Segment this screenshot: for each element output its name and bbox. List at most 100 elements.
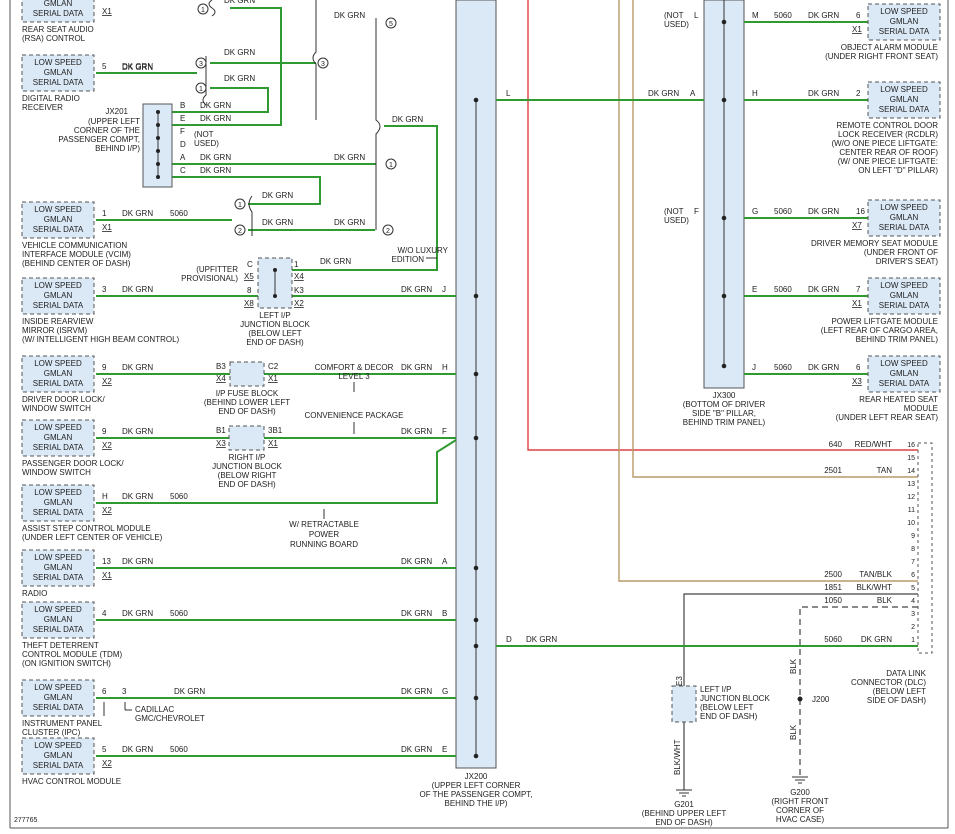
wire-label: DK GRN: [122, 609, 153, 618]
lipjb-pin-k3: K3: [294, 286, 304, 295]
jx300-label-4: BEHIND TRIM PANEL): [683, 418, 766, 427]
jx300-pin-a: A: [690, 89, 696, 98]
module-label: (ON IGNITION SWITCH): [22, 659, 111, 668]
splice-num: 2: [238, 228, 242, 235]
note-comfort-2: LEVEL 3: [338, 372, 370, 381]
wire-red-wht: [527, 0, 918, 451]
lipjb-pin-8: 8: [247, 286, 252, 295]
module-box-text: SERIAL DATA: [33, 301, 84, 310]
module-box-text: SERIAL DATA: [33, 573, 84, 582]
g201-loc-1: (BEHIND UPPER LEFT: [642, 809, 727, 818]
upfitter-1: (UPFITTER: [196, 265, 238, 274]
module-label: (BEHIND CENTER OF DASH): [22, 259, 131, 268]
dlc-pin-number: 16: [907, 442, 915, 449]
module-box-text: GMLAN: [44, 0, 73, 8]
dlc-pin-number: 2: [911, 624, 915, 631]
module-label: INSTRUMENT PANEL: [22, 719, 103, 728]
module-label: (RSA) CONTROL: [22, 34, 86, 43]
module-pin: 6: [102, 687, 107, 696]
module-label: (UNDER RIGHT FRONT SEAT): [825, 52, 938, 61]
wire-tan-blk: [618, 0, 918, 582]
module-box-text: LOW SPEED: [34, 359, 82, 368]
wire-label: DK GRN: [648, 89, 679, 98]
dlc-pin-number: 3: [911, 611, 915, 618]
module-label: RECEIVER: [22, 103, 63, 112]
jx201-loc-2: CORNER OF THE: [74, 126, 140, 135]
module-label: (UNDER LEFT CENTER OF VEHICLE): [22, 533, 163, 542]
wire-label: DK GRN: [808, 207, 839, 216]
module-box: [21, 54, 95, 92]
jx201-pin-e: E: [180, 114, 185, 123]
module-box: [21, 355, 95, 393]
wire-label: DK GRN: [200, 153, 231, 162]
module-label: INSIDE REARVIEW: [22, 317, 94, 326]
module-label: THEFT DETERRENT: [22, 641, 99, 650]
blk-label-2: BLK: [789, 724, 798, 740]
module-label: DIGITAL RADIO: [22, 94, 80, 103]
module-box-text: LOW SPEED: [880, 85, 928, 94]
wire-label: DK GRN: [122, 557, 153, 566]
rjb-label-1: RIGHT I/P: [229, 453, 266, 462]
wire-label: DK GRN: [808, 285, 839, 294]
fuse-conn-x4: X4: [216, 374, 226, 383]
module-box: [21, 549, 95, 587]
module-label: CLUSTER (IPC): [22, 728, 81, 737]
module-box-text: LOW SPEED: [880, 203, 928, 212]
wire-tan: [632, 0, 918, 478]
lipjb-label-3: (BELOW LEFT: [248, 329, 301, 338]
wire-label: DK GRN: [401, 427, 432, 436]
module-label: REMOTE CONTROL DOOR: [837, 121, 939, 130]
wire-label: DK GRN: [122, 427, 153, 436]
dlc-wire-circuit: 1050: [824, 596, 842, 605]
wire-label: DK GRN: [200, 166, 231, 175]
module-label: (LEFT REAR OF CARGO AREA,: [821, 326, 938, 335]
static-labels: JX201 (UPPER LEFT CORNER OF THE PASSENGE…: [14, 0, 927, 827]
module-box-text: SERIAL DATA: [33, 508, 84, 517]
module-label: REAR HEATED SEAT: [859, 395, 938, 404]
jx200-pin: J: [442, 285, 446, 294]
module-box-text: LOW SPEED: [34, 683, 82, 692]
module-box: [21, 419, 95, 457]
blk-label-1: BLK: [789, 658, 798, 674]
fuse-pin-c2: C2: [268, 362, 279, 371]
wire-label: DK GRN: [401, 745, 432, 754]
circuit-number: 5060: [774, 11, 792, 20]
dlc-wire-color: TAN: [877, 466, 893, 475]
module-label: POWER LIFTGATE MODULE: [831, 317, 938, 326]
wire-label: DK GRN: [262, 218, 293, 227]
wire-label: DK GRN: [401, 609, 432, 618]
gjb-label-3: (BELOW LEFT: [700, 703, 753, 712]
module-box-text: GMLAN: [44, 563, 73, 572]
module-label: REAR SEAT AUDIO: [22, 25, 94, 34]
module-box-text: LOW SPEED: [34, 58, 82, 67]
dlc-wire-circuit: 640: [829, 440, 843, 449]
g201-ground-icon: [676, 789, 692, 797]
module-label: DRIVER DOOR LOCK/: [22, 395, 105, 404]
module-label: PASSENGER DOOR LOCK/: [22, 459, 124, 468]
note-retract-3: RUNNING BOARD: [290, 540, 358, 549]
dlc-label-1: DATA LINK: [886, 669, 926, 678]
g201-loc-2: END OF DASH): [655, 818, 713, 827]
module-label: (UNDER FRONT OF: [864, 248, 938, 257]
ipc-opt-cadillac: CADILLAC: [135, 705, 174, 714]
wire-label: DK GRN: [808, 89, 839, 98]
module-pin: 5: [102, 62, 107, 71]
jx200-pin-l: L: [506, 89, 511, 98]
dlc-label-4: SIDE OF DASH): [867, 696, 926, 705]
module-label: DRIVER'S SEAT): [876, 257, 939, 266]
gjb-label-1: LEFT I/P: [700, 685, 731, 694]
module-label: MODULE: [904, 404, 938, 413]
module-box-text: GMLAN: [44, 693, 73, 702]
wire-label: DK GRN: [200, 101, 231, 110]
wire-label: DK GRN: [122, 745, 153, 754]
wire-label: DK GRN: [320, 257, 351, 266]
module-box-text: SERIAL DATA: [33, 225, 84, 234]
splice-num: 1: [201, 7, 205, 14]
module-label: (W/O ONE PIECE LIFTGATE:: [831, 139, 938, 148]
jx201-loc-1: (UPPER LEFT: [88, 117, 140, 126]
dlc-wire-color: BLK/WHT: [856, 583, 892, 592]
module-label: VEHICLE COMMUNICATION: [22, 241, 127, 250]
